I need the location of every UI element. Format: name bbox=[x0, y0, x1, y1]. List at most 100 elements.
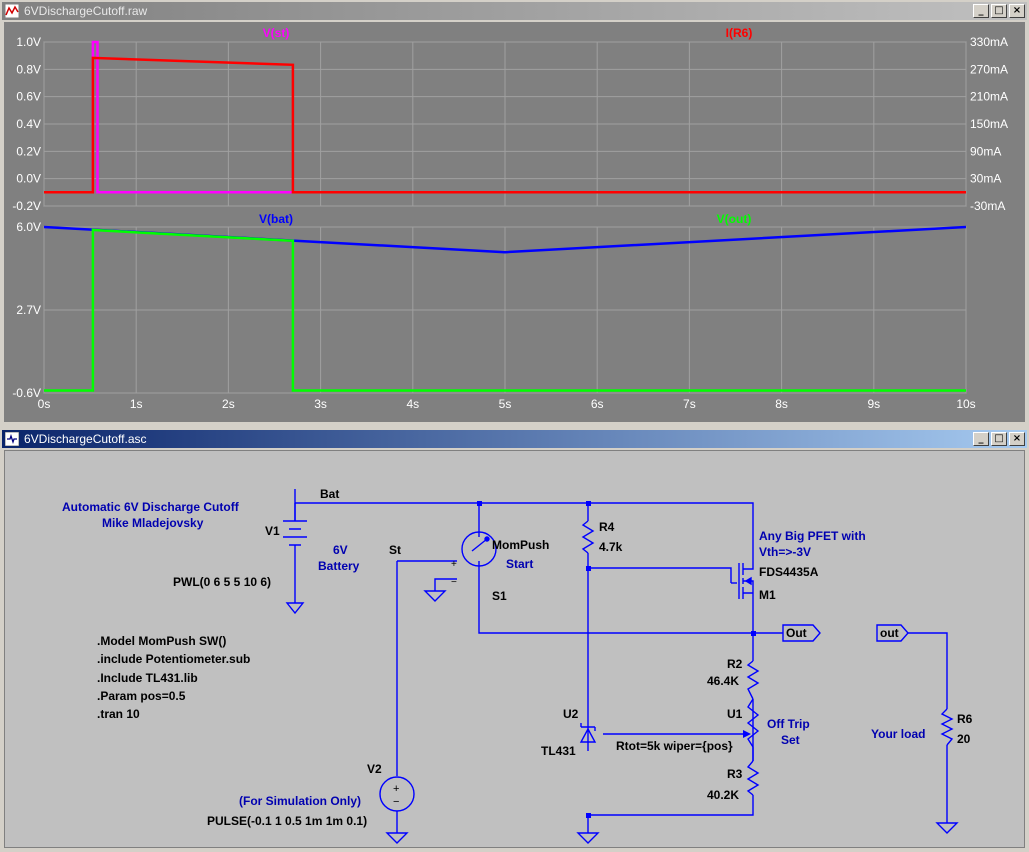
plot-window-title: 6VDischargeCutoff.raw bbox=[24, 4, 148, 18]
net-label-st: St bbox=[389, 543, 401, 557]
r6-name: R6 bbox=[957, 712, 973, 726]
x-tick-label: 3s bbox=[314, 397, 327, 411]
x-tick-label: 10s bbox=[956, 397, 975, 411]
wire-gate bbox=[588, 567, 732, 583]
schematic-maximize-button[interactable]: □ bbox=[991, 432, 1007, 446]
v1-name: V1 bbox=[265, 524, 280, 538]
wire-switch-bottom bbox=[478, 567, 753, 634]
out-label: Out bbox=[786, 626, 807, 640]
r3-value: 40.2K bbox=[707, 788, 739, 802]
battery-v1[interactable] bbox=[283, 503, 307, 566]
resistor-r2[interactable] bbox=[746, 660, 760, 700]
directive-4: .Param pos=0.5 bbox=[97, 689, 186, 703]
resistor-r4[interactable] bbox=[581, 520, 595, 554]
waveform-app-icon bbox=[5, 4, 19, 18]
r6-value: 20 bbox=[957, 732, 971, 746]
v2-value: PULSE(-0.1 1 0.5 1m 1m 0.1) bbox=[207, 814, 367, 828]
y-tick-label-right: 210mA bbox=[970, 90, 1008, 104]
plot-close-button[interactable]: × bbox=[1009, 4, 1025, 18]
schematic-minimize-button[interactable]: _ bbox=[973, 432, 989, 446]
offtrip-label-2: Set bbox=[781, 733, 800, 747]
trace-i-r6 bbox=[44, 56, 966, 194]
wire-load bbox=[907, 632, 948, 823]
ground-icon bbox=[576, 832, 600, 844]
wire-bat-rail bbox=[294, 489, 754, 545]
x-tick-label: 0s bbox=[38, 397, 51, 411]
resistor-r3[interactable] bbox=[746, 760, 760, 796]
schematic-app-icon bbox=[5, 432, 19, 446]
battery-label-2: Battery bbox=[318, 559, 360, 573]
r2-value: 46.4K bbox=[707, 674, 739, 688]
y-tick-label: 2.7V bbox=[16, 303, 41, 317]
plot-window-titlebar[interactable]: 6VDischargeCutoff.raw _ □ × bbox=[2, 2, 1027, 20]
resistor-r6[interactable] bbox=[940, 708, 954, 746]
legend-label: V(out) bbox=[717, 212, 752, 226]
y-tick-label: -0.6V bbox=[12, 386, 41, 400]
y-tick-label-right: 150mA bbox=[970, 117, 1008, 131]
plot-maximize-button[interactable]: □ bbox=[991, 4, 1007, 18]
wire-switch-ground bbox=[434, 578, 457, 591]
schematic-drawing[interactable]: Automatic 6V Discharge Cutoff Mike Mlade… bbox=[5, 451, 1024, 847]
y-tick-label-right: 90mA bbox=[970, 144, 1001, 158]
schematic-title-line1: Automatic 6V Discharge Cutoff bbox=[62, 500, 240, 514]
r4-name: R4 bbox=[599, 520, 615, 534]
directive-3: .Include TL431.lib bbox=[97, 671, 198, 685]
directive-5: .tran 10 bbox=[97, 707, 140, 721]
net-flag-out[interactable] bbox=[782, 624, 821, 642]
schematic-close-button[interactable]: × bbox=[1009, 432, 1025, 446]
schematic-window-title: 6VDischargeCutoff.asc bbox=[24, 432, 147, 446]
momentary-switch-s1[interactable] bbox=[461, 531, 497, 567]
tl431-u2[interactable] bbox=[579, 723, 597, 743]
y-tick-label-left: 0.2V bbox=[16, 144, 41, 158]
pfet-note-1: Any Big PFET with bbox=[759, 529, 866, 543]
v2-name: V2 bbox=[367, 762, 382, 776]
directive-1: .Model MomPush SW() bbox=[97, 634, 226, 648]
y-tick-label-left: 1.0V bbox=[16, 35, 41, 49]
ground-icon bbox=[285, 602, 305, 615]
trace-v-out bbox=[44, 228, 966, 392]
wiper-arrow-icon bbox=[743, 730, 751, 738]
u1-name: U1 bbox=[727, 707, 743, 721]
offtrip-label-1: Off Trip bbox=[767, 717, 810, 731]
net-flag-out-load[interactable] bbox=[876, 624, 909, 642]
pfet-note-2: Vth=>-3V bbox=[759, 545, 811, 559]
schematic-window-titlebar[interactable]: 6VDischargeCutoff.asc _ □ × bbox=[2, 430, 1027, 448]
x-tick-label: 7s bbox=[683, 397, 696, 411]
voltage-source-v2[interactable] bbox=[379, 776, 415, 812]
waveform-chart[interactable]: 1.0V0.8V0.6V0.4V0.2V0.0V-0.2V330mA270mA2… bbox=[4, 22, 1025, 422]
plot-minimize-button[interactable]: _ bbox=[973, 4, 989, 18]
start-label: Start bbox=[506, 557, 533, 571]
ground-icon bbox=[385, 832, 409, 844]
junction bbox=[586, 813, 591, 818]
x-tick-label: 2s bbox=[222, 397, 235, 411]
wire-st bbox=[396, 560, 457, 776]
junction bbox=[586, 566, 591, 571]
potentiometer-u1[interactable] bbox=[746, 698, 760, 761]
pot-params: Rtot=5k wiper={pos} bbox=[616, 739, 733, 753]
y-tick-label-right: 30mA bbox=[970, 172, 1001, 186]
x-tick-label: 1s bbox=[130, 397, 143, 411]
schematic-window[interactable]: 6VDischargeCutoff.asc _ □ × bbox=[0, 428, 1029, 852]
grounds bbox=[285, 590, 959, 844]
y-tick-label-left: -0.2V bbox=[12, 199, 41, 213]
v2-plus-sign: + bbox=[393, 783, 399, 795]
y-tick-label: 6.0V bbox=[16, 220, 41, 234]
x-tick-label: 9s bbox=[867, 397, 880, 411]
y-tick-label-left: 0.4V bbox=[16, 117, 41, 131]
x-tick-label: 4s bbox=[406, 397, 419, 411]
s1-name: S1 bbox=[492, 589, 507, 603]
switch-plus-sign: + bbox=[451, 559, 457, 570]
legend-label: V(bat) bbox=[259, 212, 293, 226]
junction bbox=[477, 501, 482, 506]
y-tick-label-left: 0.0V bbox=[16, 172, 41, 186]
r2-name: R2 bbox=[727, 657, 743, 671]
v2-note: (For Simulation Only) bbox=[239, 794, 361, 808]
directive-2: .include Potentiometer.sub bbox=[97, 652, 250, 666]
schematic-canvas[interactable]: Automatic 6V Discharge Cutoff Mike Mlade… bbox=[4, 450, 1025, 848]
pfet-m1[interactable] bbox=[731, 545, 754, 599]
out-label-load: out bbox=[880, 626, 899, 640]
y-tick-label-right: -30mA bbox=[970, 199, 1005, 213]
battery-label-1: 6V bbox=[333, 543, 348, 557]
